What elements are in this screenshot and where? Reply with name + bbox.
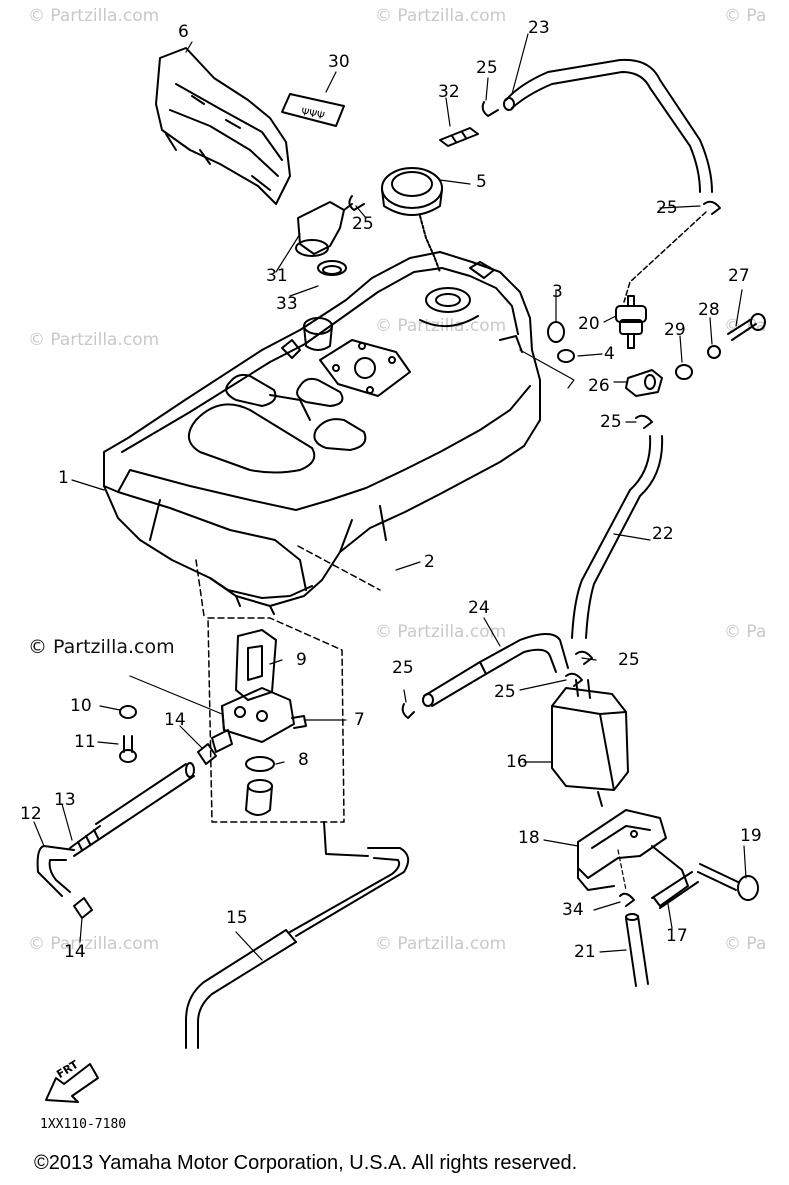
copyright-notice: ©2013 Yamaha Motor Corporation, U.S.A. A… — [34, 1152, 578, 1174]
fuel-cock-box — [195, 545, 381, 823]
callout-29: 29 — [664, 320, 686, 340]
fuel-cap — [381, 167, 443, 273]
callout-24: 24 — [468, 598, 490, 618]
callout-31: 31 — [266, 266, 288, 286]
watermark-strong: © Partzilla.com — [28, 636, 175, 658]
pipe-12 — [36, 845, 75, 897]
hose-22 — [571, 435, 664, 639]
callout-25: 25 — [476, 58, 498, 78]
joint — [439, 127, 479, 147]
callout-33: 33 — [276, 294, 298, 314]
diagram-code: 1XX110-7180 — [40, 1117, 127, 1132]
callout-25: 25 — [494, 682, 516, 702]
callout-23: 23 — [528, 18, 550, 38]
callout-6: 6 — [178, 22, 189, 42]
bracket-26 — [625, 369, 663, 397]
pipe-21 — [625, 913, 649, 987]
clip-34 — [619, 892, 635, 907]
callout-13: 13 — [54, 790, 76, 810]
callout-5: 5 — [476, 172, 487, 192]
callout-8: 8 — [298, 750, 309, 770]
callout-32: 32 — [438, 82, 460, 102]
callout-14: 14 — [64, 942, 86, 962]
leader-lines — [33, 33, 747, 961]
hose-15 — [185, 821, 410, 1049]
callout-2: 2 — [424, 552, 435, 572]
watermark: © Partzilla.com — [28, 934, 160, 954]
callout-27: 27 — [728, 266, 750, 286]
bolt-11 — [119, 735, 137, 763]
callout-18: 18 — [518, 828, 540, 848]
fuel-tank — [103, 251, 541, 615]
hose-17 — [651, 871, 699, 909]
canister — [551, 679, 629, 807]
callout-12: 12 — [20, 804, 42, 824]
callout-30: 30 — [328, 52, 350, 72]
watermark: © Partzilla.com — [28, 6, 160, 26]
watermark: © Partzilla.com — [375, 622, 507, 642]
damper-3 — [547, 321, 565, 343]
washer-4 — [519, 349, 575, 389]
hose-24 — [422, 633, 569, 707]
front-arrow-icon — [45, 1063, 99, 1103]
screw-10 — [119, 705, 137, 719]
bolt-27 — [727, 313, 766, 341]
callout-1: 1 — [58, 468, 69, 488]
hose-clamp-14 — [197, 743, 217, 765]
callout-21: 21 — [574, 942, 596, 962]
fuel-cock — [211, 629, 307, 816]
hose-clip — [348, 101, 721, 719]
callout-15: 15 — [226, 908, 248, 928]
watermark: © Pa — [724, 622, 767, 642]
callout-34: 34 — [562, 900, 584, 920]
callout-19: 19 — [740, 826, 762, 846]
vent-fitting — [295, 201, 353, 351]
nut-29 — [675, 364, 693, 380]
callout-25: 25 — [656, 198, 678, 218]
tank-pad — [155, 47, 291, 205]
callout-28: 28 — [698, 300, 720, 320]
callout-16: 16 — [506, 752, 528, 772]
callout-22: 22 — [652, 524, 674, 544]
fuel-hose-13 — [69, 762, 195, 857]
callout-11: 11 — [74, 732, 96, 752]
watermark: © Partzilla.com — [375, 6, 507, 26]
callout-9: 9 — [296, 650, 307, 670]
callout-10: 10 — [70, 696, 92, 716]
bolt-19 — [697, 863, 759, 901]
check-valve — [615, 295, 647, 349]
washer-28 — [707, 345, 721, 359]
callout-25: 25 — [600, 412, 622, 432]
canister-bracket — [577, 809, 689, 907]
callout-25: 25 — [392, 658, 414, 678]
callout-7: 7 — [354, 710, 365, 730]
watermark: © Partzilla.com — [375, 934, 507, 954]
hose-23 — [503, 58, 713, 193]
callout-25: 25 — [352, 214, 374, 234]
callout-14: 14 — [164, 710, 186, 730]
callout-17: 17 — [666, 926, 688, 946]
callout-26: 26 — [588, 376, 610, 396]
callout-4: 4 — [604, 344, 615, 364]
hose-clamp-14b — [73, 897, 93, 919]
watermark: © Pa — [724, 316, 767, 336]
decal — [281, 93, 345, 127]
watermark: © Pa — [724, 6, 767, 26]
watermark: © Pa — [724, 934, 767, 954]
decal-text: ΨΨΨ — [300, 107, 326, 123]
watermark: © Partzilla.com — [28, 330, 160, 350]
callout-25: 25 — [618, 650, 640, 670]
callout-3: 3 — [552, 282, 563, 302]
callout-20: 20 — [578, 314, 600, 334]
